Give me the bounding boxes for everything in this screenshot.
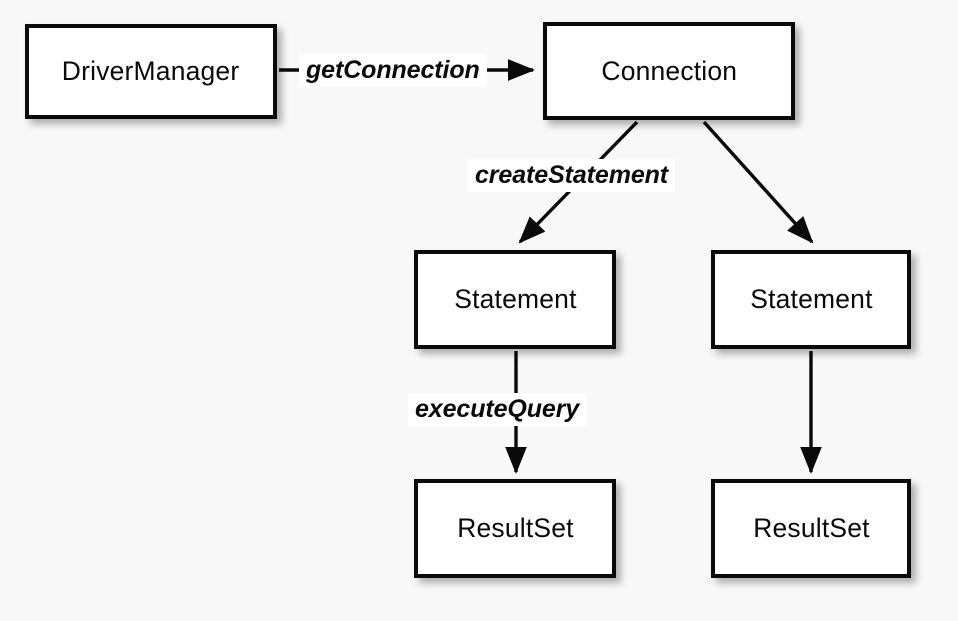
node-resultset-right[interactable]: ResultSet <box>711 479 911 578</box>
edge-create-statement-2-line <box>702 120 814 244</box>
node-resultset-left[interactable]: ResultSet <box>414 479 616 578</box>
node-label-resultset-left: ResultSet <box>456 513 574 543</box>
node-label-statement-left: Statement <box>453 284 577 314</box>
node-statement-right[interactable]: Statement <box>711 250 911 349</box>
node-label-statement-right: Statement <box>749 284 873 314</box>
edge-label-create-statement: createStatement <box>468 159 676 193</box>
node-connection[interactable]: Connection <box>543 22 795 120</box>
node-driver-manager[interactable]: DriverManager <box>25 24 277 119</box>
node-label-driver-manager: DriverManager <box>62 56 240 86</box>
node-label-connection: Connection <box>601 55 737 86</box>
node-statement-left[interactable]: Statement <box>414 250 616 349</box>
edge-label-get-connection: getConnection <box>299 54 487 88</box>
edge-label-execute-query: executeQuery <box>408 393 587 427</box>
node-label-resultset-right: ResultSet <box>752 513 870 543</box>
